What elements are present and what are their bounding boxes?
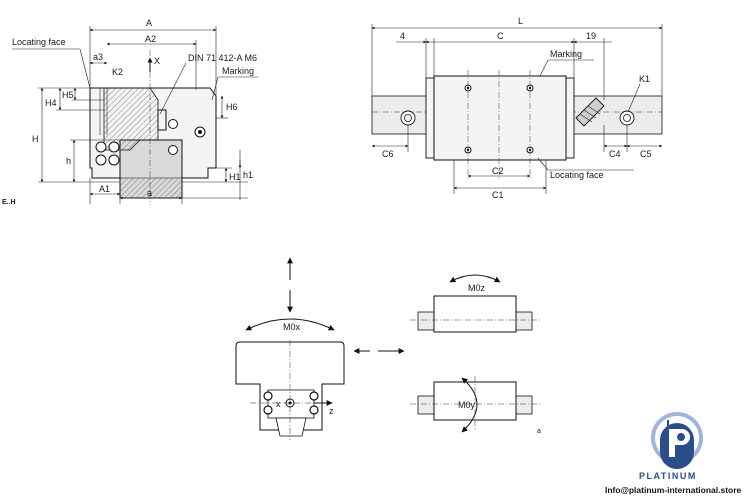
label-H5: H5 [62, 90, 74, 100]
label-A1: A1 [99, 184, 110, 194]
label-a: a [147, 188, 152, 198]
label-C: C [497, 31, 504, 41]
label-x: x [276, 399, 281, 409]
label-H4: H4 [45, 98, 57, 108]
small-mark: a [537, 428, 541, 435]
platinum-logo-icon [651, 412, 703, 469]
label-C4: C4 [609, 149, 621, 159]
label-locating-face-front: Locating face [12, 37, 66, 47]
label-h: h [66, 156, 71, 166]
label-19: 19 [586, 31, 596, 41]
side-view: L 4 C 19 Marking K1 C6 C4 C5 C2 C1 Locat… [371, 16, 663, 200]
label-L: L [518, 16, 523, 26]
label-h1: h1 [243, 170, 253, 180]
label-z: z [329, 406, 334, 416]
label-X: X [154, 56, 160, 66]
label-A2: A2 [145, 34, 156, 44]
label-4: 4 [400, 31, 405, 41]
lube-nipple-icon [575, 97, 605, 127]
load-diagram-front: M0x x z [235, 257, 405, 440]
label-marking-side: Marking [550, 49, 582, 59]
label-C2: C2 [492, 166, 504, 176]
label-locating-face-side: Locating face [550, 170, 604, 180]
label-H1: H1 [229, 172, 241, 182]
front-view: A A2 a3 K2 X DIN 71 412-A M6 Marking Loc… [2, 18, 258, 206]
series-label: E..H [2, 199, 16, 206]
label-H: H [32, 134, 39, 144]
label-din: DIN 71 412-A M6 [188, 53, 257, 63]
label-K2: K2 [112, 67, 123, 77]
label-C1: C1 [492, 190, 504, 200]
label-M0z: M0z [468, 283, 486, 293]
label-marking-front: Marking [222, 66, 254, 76]
label-C6: C6 [382, 149, 394, 159]
load-diagram-side: M0z M0y a [410, 274, 541, 435]
label-H6: H6 [226, 102, 238, 112]
label-M0y: M0y [458, 400, 476, 410]
label-C5: C5 [640, 149, 652, 159]
label-a3: a3 [93, 52, 103, 62]
label-K1: K1 [639, 74, 650, 84]
contact-email: Info@platinum-international.store [605, 485, 742, 495]
label-A: A [146, 18, 152, 28]
label-M0x: M0x [283, 322, 301, 332]
logo-text: PLATINUM [639, 471, 697, 481]
